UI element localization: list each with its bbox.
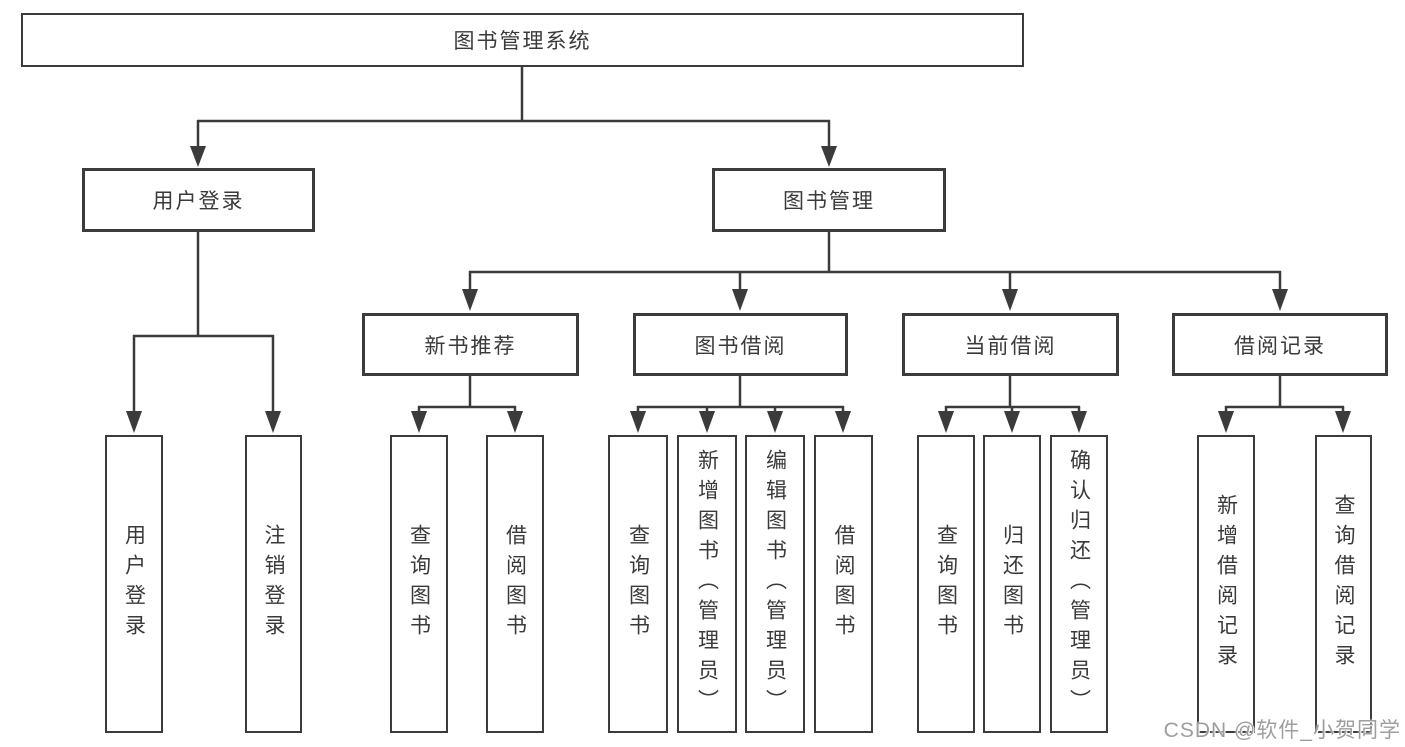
arrow-down-icon xyxy=(265,411,281,433)
arrowheads xyxy=(126,146,1351,433)
arrow-down-icon xyxy=(699,411,715,433)
node-label: 图书借阅 xyxy=(694,334,787,358)
node-label: 用户登录 xyxy=(122,524,146,644)
arrow-down-icon xyxy=(190,146,206,167)
arrow-down-icon xyxy=(821,146,837,167)
leaf-logout-login: 注销登录 xyxy=(245,435,302,733)
node-book-borrowing: 图书借阅 xyxy=(633,313,848,376)
node-label: 借阅图书 xyxy=(832,524,856,644)
leaf-add-books-admin: 新增图书（管理员） xyxy=(677,435,737,733)
node-label: 注销登录 xyxy=(262,524,286,644)
leaf-confirm-return-admin: 确认归还（管理员） xyxy=(1050,435,1108,733)
arrow-down-icon xyxy=(1002,289,1018,311)
leaf-query-books-recommend: 查询图书 xyxy=(390,435,448,733)
connector-segments xyxy=(132,67,1345,412)
node-user-login: 用户登录 xyxy=(82,168,315,232)
arrow-down-icon xyxy=(1071,411,1087,433)
arrow-down-icon xyxy=(411,411,427,433)
node-label: 图书管理系统 xyxy=(453,30,592,53)
node-borrowing-records: 借阅记录 xyxy=(1172,313,1388,376)
node-label: 确认归还（管理员） xyxy=(1067,449,1091,719)
leaf-edit-books-admin: 编辑图书（管理员） xyxy=(745,435,805,733)
node-new-book-recommendation: 新书推荐 xyxy=(362,313,579,376)
node-label: 借阅图书 xyxy=(503,524,527,644)
node-label: 用户登录 xyxy=(152,190,245,213)
node-label: 新增借阅记录 xyxy=(1214,494,1238,674)
node-label: 图书管理 xyxy=(783,190,875,213)
leaf-borrow-books-borrow: 借阅图书 xyxy=(814,435,873,733)
node-label: 查询图书 xyxy=(934,524,958,644)
arrow-down-icon xyxy=(1004,411,1020,433)
node-label: 查询借阅记录 xyxy=(1332,494,1356,674)
node-label: 归还图书 xyxy=(1000,524,1024,644)
node-root: 图书管理系统 xyxy=(21,13,1024,67)
leaf-borrow-books-recommend: 借阅图书 xyxy=(486,435,544,733)
node-book-management: 图书管理 xyxy=(712,168,946,232)
watermark: CSDN @软件_小贺同学 xyxy=(1163,719,1401,742)
arrow-down-icon xyxy=(938,411,954,433)
arrow-down-icon xyxy=(1272,289,1288,311)
arrow-down-icon xyxy=(1218,411,1234,433)
leaf-user-login: 用户登录 xyxy=(105,435,163,733)
arrow-down-icon xyxy=(732,289,748,311)
arrow-down-icon xyxy=(507,411,523,433)
arrow-down-icon xyxy=(462,289,478,311)
arrow-down-icon xyxy=(1335,411,1351,433)
leaf-query-books-current: 查询图书 xyxy=(917,435,975,733)
leaf-query-borrow-record: 查询借阅记录 xyxy=(1315,435,1372,733)
node-current-borrowing: 当前借阅 xyxy=(902,313,1119,376)
node-label: 查询图书 xyxy=(407,524,431,644)
node-label: 当前借阅 xyxy=(964,334,1057,358)
arrow-down-icon xyxy=(126,411,142,433)
leaf-add-borrow-record: 新增借阅记录 xyxy=(1197,435,1255,733)
node-label: 借阅记录 xyxy=(1234,334,1326,358)
node-label: 新增图书（管理员） xyxy=(695,449,719,719)
arrow-down-icon xyxy=(835,411,851,433)
node-label: 编辑图书（管理员） xyxy=(763,449,787,719)
leaf-query-books-borrow: 查询图书 xyxy=(608,435,668,733)
arrow-down-icon xyxy=(630,411,646,433)
leaf-return-books: 归还图书 xyxy=(983,435,1041,733)
arrow-down-icon xyxy=(767,411,783,433)
node-label: 新书推荐 xyxy=(424,334,517,358)
node-label: 查询图书 xyxy=(626,524,650,644)
